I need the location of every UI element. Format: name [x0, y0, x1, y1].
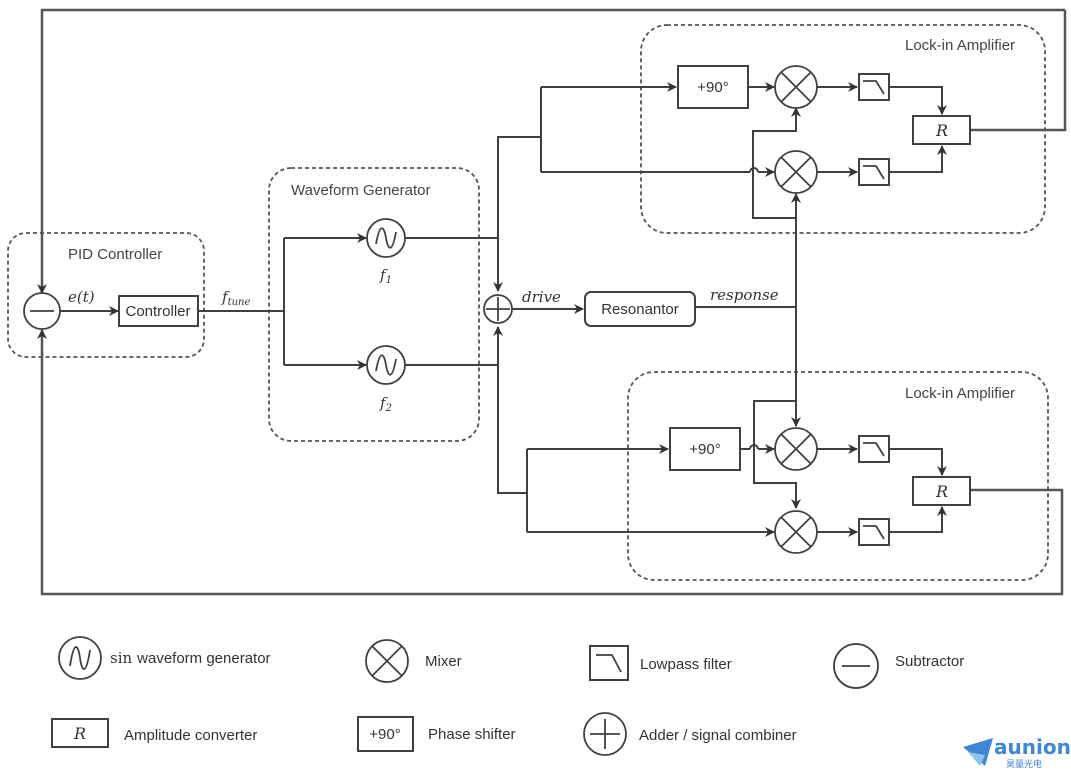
legend-item-lowpass: Lowpass filter	[589, 645, 732, 681]
amplitude-converter-bottom	[912, 476, 971, 506]
adder-node	[483, 294, 513, 324]
legend-adder-label: Adder / signal combiner	[639, 727, 797, 744]
legend-item-adder: Adder / signal combiner	[583, 712, 797, 756]
drive-label: drive	[522, 288, 561, 306]
logo-subtitle: 昊量光电	[1006, 758, 1042, 770]
phase-shifter-bottom	[669, 427, 741, 471]
lockin-amplifier-bottom-label: Lock-in Amplifier	[905, 385, 1015, 402]
legend-phase-box-text: +90°	[369, 726, 400, 743]
mixer-icon	[365, 639, 409, 683]
lowpass-filter-top-1	[858, 73, 890, 101]
legend-mixer-label: Mixer	[425, 653, 462, 670]
sine-generator-f1	[366, 218, 406, 258]
mixer-top-1	[774, 65, 818, 109]
lockin-amplifier-top-group	[640, 24, 1046, 234]
legend-item-mixer: Mixer	[365, 639, 462, 683]
ftune-label: ftune	[221, 288, 250, 308]
waveform-generator-group	[268, 167, 480, 442]
error-signal-label: e(t)	[68, 288, 95, 306]
paper-plane-icon	[963, 738, 993, 766]
pid-controller-group	[7, 232, 205, 358]
phase-shifter-top-label: +90°	[697, 79, 728, 96]
aunion-logo: aunion 昊量光电	[963, 735, 1071, 770]
resonator-label: Resonantor	[601, 301, 679, 318]
adder-icon	[583, 712, 627, 756]
response-label: response	[710, 286, 779, 304]
phase-shifter-bottom-label: +90°	[689, 441, 720, 458]
waveform-generator-label: Waveform Generator	[291, 182, 431, 199]
amplitude-converter-top-label: R	[935, 121, 948, 140]
phase-shifter-icon	[357, 716, 414, 752]
legend-phase-label: Phase shifter	[428, 726, 516, 743]
f1-label: f1	[379, 266, 392, 286]
amplitude-converter-top	[912, 115, 971, 145]
legend-amplitude-label: Amplitude converter	[124, 727, 257, 744]
resonator-block	[584, 291, 696, 327]
legend-lowpass-label: Lowpass filter	[640, 656, 732, 673]
subtractor-node	[23, 292, 61, 330]
mixer-top-2	[774, 150, 818, 194]
legend-subtractor-label: Subtractor	[895, 653, 964, 670]
lockin-amplifier-bottom-group	[627, 371, 1049, 581]
lowpass-filter-top-2	[858, 158, 890, 186]
legend-amplitude-box-text: R	[73, 724, 86, 743]
legend-item-amplitude: R Amplitude converter	[51, 718, 257, 748]
legend-item-subtractor: Subtractor	[833, 643, 964, 689]
sine-generator-f2	[366, 345, 406, 385]
legend-item-phase: +90° Phase shifter	[357, 716, 516, 752]
amplitude-converter-bottom-label: R	[935, 482, 948, 501]
sine-wave-icon	[58, 636, 102, 680]
amplitude-converter-icon	[51, 718, 109, 748]
controller-label: Controller	[125, 303, 190, 320]
f2-label: f2	[379, 394, 392, 414]
mixer-bottom-2	[774, 510, 818, 554]
lowpass-filter-icon	[589, 645, 629, 681]
lockin-amplifier-top-label: Lock-in Amplifier	[905, 37, 1015, 54]
pid-controller-label: PID Controller	[68, 246, 162, 263]
lowpass-filter-bottom-2	[858, 518, 890, 546]
feedback-loop	[37, 8, 1067, 596]
lowpass-filter-bottom-1	[858, 435, 890, 463]
logo-name: aunion	[994, 735, 1071, 759]
mixer-bottom-1	[774, 427, 818, 471]
subtractor-icon	[833, 643, 879, 689]
